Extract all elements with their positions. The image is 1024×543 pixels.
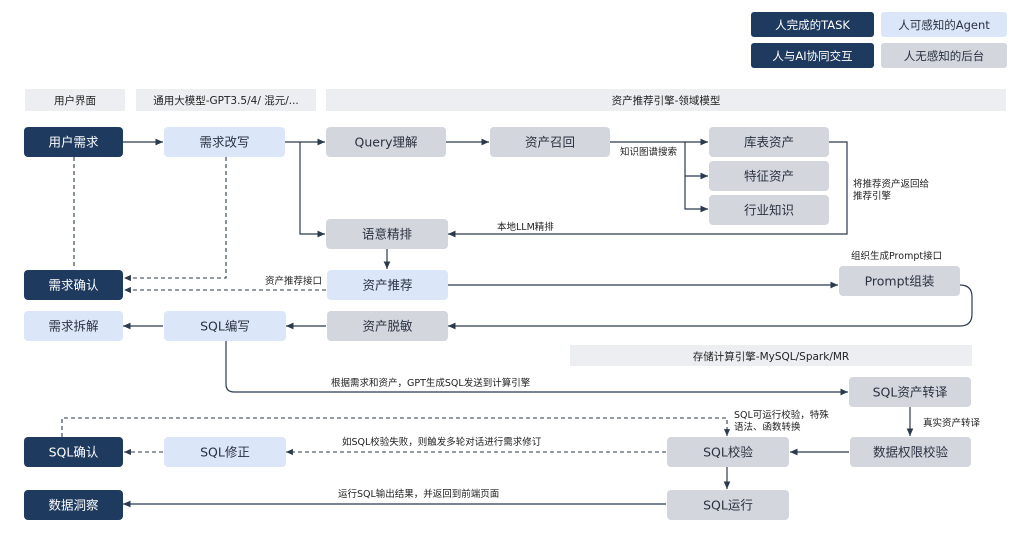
label-prompt-api: 组织生成Prompt接口	[851, 250, 942, 262]
edge-labels: 知识图谱搜索 将推荐资产返回给 推荐引擎 本地LLM精排 资产推荐接口 组织生成…	[265, 146, 981, 500]
label-local-llm: 本地LLM精排	[497, 221, 554, 233]
node-industry-knowledge: 行业知识	[709, 195, 829, 225]
dashed-connectors	[61, 157, 731, 456]
edge-assets-return	[448, 141, 848, 238]
svg-text:人可感知的Agent: 人可感知的Agent	[898, 18, 990, 32]
svg-text:用户界面: 用户界面	[54, 94, 96, 107]
legend-human-task: 人完成的TASK	[751, 12, 874, 37]
svg-text:SQL修正: SQL修正	[200, 445, 250, 460]
svg-text:SQL编写: SQL编写	[200, 319, 250, 334]
svg-text:人完成的TASK: 人完成的TASK	[775, 18, 850, 32]
svg-text:存储计算引擎-MySQL/Spark/MR: 存储计算引擎-MySQL/Spark/MR	[693, 350, 849, 363]
edge-recall-to-industry	[684, 176, 708, 213]
node-user-need: 用户需求	[24, 127, 123, 157]
svg-text:特征资产: 特征资产	[744, 169, 794, 184]
node-feature-asset: 特征资产	[709, 161, 829, 191]
svg-text:人无感知的后台: 人无感知的后台	[904, 49, 985, 63]
nodes: 用户需求 需求改写 Query理解 资产召回 库表资产 特征资产 行业知识 语	[24, 127, 971, 520]
connectors	[123, 138, 973, 508]
legend-agent: 人可感知的Agent	[881, 12, 1007, 37]
svg-text:SQL校验: SQL校验	[703, 445, 753, 460]
node-sql-write: SQL编写	[164, 311, 286, 341]
node-asset-desensitize: 资产脱敏	[327, 311, 448, 341]
label-return-assets-2: 推荐引擎	[853, 190, 892, 202]
svg-text:库表资产: 库表资产	[744, 135, 794, 150]
svg-text:SQL资产转译: SQL资产转译	[873, 385, 948, 400]
node-sql-check: SQL校验	[667, 437, 789, 467]
label-return-assets-1: 将推荐资产返回给	[853, 178, 930, 190]
node-asset-recall: 资产召回	[490, 127, 610, 157]
svg-text:用户需求: 用户需求	[48, 135, 99, 150]
svg-text:数据权限校验: 数据权限校验	[873, 445, 949, 460]
label-run-output: 运行SQL输出结果，并返回到前端页面	[338, 488, 499, 500]
node-prompt-assembly: Prompt组装	[839, 266, 960, 296]
label-multi-round: 如SQL校验失败，则触发多轮对话进行需求修订	[342, 436, 542, 448]
node-semantic-rank: 语意精排	[326, 219, 448, 249]
edge-sqlwrite-to-translate	[225, 341, 848, 396]
node-need-split: 需求拆解	[24, 311, 123, 341]
node-sql-confirm: SQL确认	[24, 437, 123, 467]
node-table-asset: 库表资产	[709, 127, 829, 157]
legend-backend: 人无感知的后台	[881, 43, 1007, 68]
svg-text:数据洞察: 数据洞察	[48, 498, 99, 513]
band-asset-engine: 资产推荐引擎-领域模型	[326, 89, 1006, 111]
label-gpt-generate: 根据需求和资产，GPT生成SQL发送到计算引擎	[331, 377, 531, 389]
label-runnable-check-2: 语法、函数转换	[734, 421, 801, 433]
svg-text:需求拆解: 需求拆解	[48, 319, 98, 334]
node-data-permission: 数据权限校验	[850, 437, 971, 467]
label-kg-search: 知识图谱搜索	[620, 146, 677, 158]
svg-text:资产脱敏: 资产脱敏	[362, 319, 413, 334]
svg-text:Prompt组装: Prompt组装	[865, 274, 935, 289]
node-data-insight: 数据洞察	[24, 490, 123, 520]
band-llm: 通用大模型-GPT3.5/4/ 混元/...	[136, 89, 316, 111]
svg-text:资产推荐引擎-领域模型: 资产推荐引擎-领域模型	[612, 94, 721, 107]
band-compute-engine: 存储计算引擎-MySQL/Spark/MR	[570, 345, 972, 366]
node-sql-translate: SQL资产转译	[849, 377, 971, 407]
svg-text:资产召回: 资产召回	[525, 135, 575, 150]
legend: 人完成的TASK 人可感知的Agent 人与AI协同交互 人无感知的后台	[751, 12, 1007, 68]
node-asset-recommend: 资产推荐	[327, 270, 448, 300]
edge-recall-to-feature	[684, 142, 708, 180]
edge-rewrite-to-confirm	[124, 157, 227, 282]
svg-text:SQL运行: SQL运行	[703, 498, 753, 513]
node-need-confirm: 需求确认	[24, 270, 123, 300]
band-user-ui: 用户界面	[25, 89, 125, 111]
node-need-rewrite: 需求改写	[164, 127, 285, 157]
svg-text:需求确认: 需求确认	[48, 278, 99, 293]
svg-text:人与AI协同交互: 人与AI协同交互	[772, 49, 852, 63]
svg-text:资产推荐: 资产推荐	[362, 278, 412, 293]
svg-text:行业知识: 行业知识	[744, 203, 794, 218]
svg-text:通用大模型-GPT3.5/4/ 混元/...: 通用大模型-GPT3.5/4/ 混元/...	[153, 94, 299, 107]
legend-human-ai: 人与AI协同交互	[751, 43, 874, 68]
svg-text:语意精排: 语意精排	[362, 227, 413, 242]
node-sql-fix: SQL修正	[164, 437, 286, 467]
label-real-translate: 真实资产转译	[923, 417, 981, 429]
svg-text:需求改写: 需求改写	[199, 135, 249, 150]
node-sql-run: SQL运行	[667, 490, 789, 520]
svg-text:SQL确认: SQL确认	[49, 445, 99, 460]
edge-rewrite-to-rank	[299, 142, 325, 238]
svg-text:Query理解: Query理解	[355, 135, 418, 150]
node-query-understand: Query理解	[326, 127, 446, 157]
edge-prompt-to-desensitize	[448, 284, 973, 330]
label-asset-api: 资产推荐接口	[265, 275, 322, 287]
edge-confirm-to-check	[61, 417, 731, 437]
label-runnable-check-1: SQL可运行校验，特殊	[734, 409, 829, 421]
